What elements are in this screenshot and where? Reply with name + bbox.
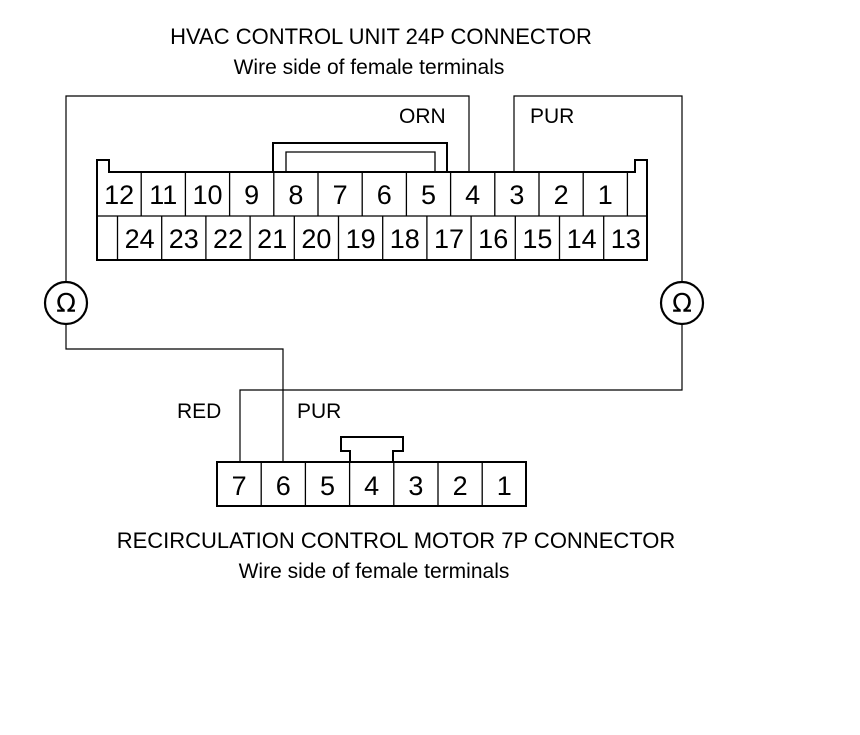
top-pin-7: 7 [333, 180, 348, 210]
bottom-connector-key-tab [340, 436, 404, 462]
bottom-connector-subtitle: Wire side of female terminals [239, 560, 510, 583]
top-pin-13: 13 [611, 224, 641, 254]
bottom-pin-3: 3 [408, 471, 423, 501]
ohmmeter-right: Ω [659, 280, 705, 326]
top-pin-15: 15 [522, 224, 552, 254]
wire-label-pur-top: PUR [530, 105, 574, 128]
ohm-symbol-left: Ω [56, 289, 76, 319]
top-connector-subtitle: Wire side of female terminals [234, 56, 505, 79]
top-pin-21: 21 [257, 224, 287, 254]
wire-right-top [513, 95, 683, 282]
top-pin-24: 24 [125, 224, 155, 254]
top-pin-6: 6 [377, 180, 392, 210]
bottom-pin-1: 1 [497, 471, 512, 501]
wire-right-bottom [239, 324, 683, 462]
bottom-pin-4: 4 [364, 471, 379, 501]
wire-left-top [65, 95, 470, 282]
top-pin-14: 14 [567, 224, 597, 254]
top-pin-5: 5 [421, 180, 436, 210]
top-pin-1: 1 [598, 180, 613, 210]
top-pin-23: 23 [169, 224, 199, 254]
top-pin-4: 4 [465, 180, 480, 210]
top-pin-2: 2 [554, 180, 569, 210]
bottom-pin-2: 2 [453, 471, 468, 501]
ohm-symbol-right: Ω [672, 289, 692, 319]
top-pin-12: 12 [104, 180, 134, 210]
top-pin-10: 10 [192, 180, 222, 210]
top-connector-lock-tab [272, 142, 448, 172]
bottom-pin-5: 5 [320, 471, 335, 501]
bottom-connector-title: RECIRCULATION CONTROL MOTOR 7P CONNECTOR [117, 528, 676, 553]
bottom-pin-6: 6 [276, 471, 291, 501]
wire-left-bottom [65, 324, 284, 462]
top-connector-lock-tab-inner [285, 151, 436, 172]
top-connector-outline [96, 159, 648, 261]
top-pin-20: 20 [301, 224, 331, 254]
top-pin-22: 22 [213, 224, 243, 254]
bottom-connector-outline [216, 461, 527, 507]
top-pin-19: 19 [346, 224, 376, 254]
top-pin-17: 17 [434, 224, 464, 254]
top-pin-9: 9 [244, 180, 259, 210]
wire-label-red: RED [177, 400, 221, 423]
top-pin-11: 11 [149, 180, 177, 210]
test-wires [65, 95, 683, 462]
top-connector-title: HVAC CONTROL UNIT 24P CONNECTOR [170, 24, 592, 49]
top-connector-row-2: 24 23 22 21 20 19 18 17 16 15 14 13 [116, 216, 641, 260]
top-pin-18: 18 [390, 224, 420, 254]
wire-label-pur-bottom: PUR [297, 400, 341, 423]
bottom-pin-7: 7 [232, 471, 247, 501]
ohmmeter-left: Ω [43, 280, 89, 326]
top-pin-3: 3 [509, 180, 524, 210]
top-pin-16: 16 [478, 224, 508, 254]
wire-label-orn: ORN [399, 105, 446, 128]
top-pin-8: 8 [288, 180, 303, 210]
